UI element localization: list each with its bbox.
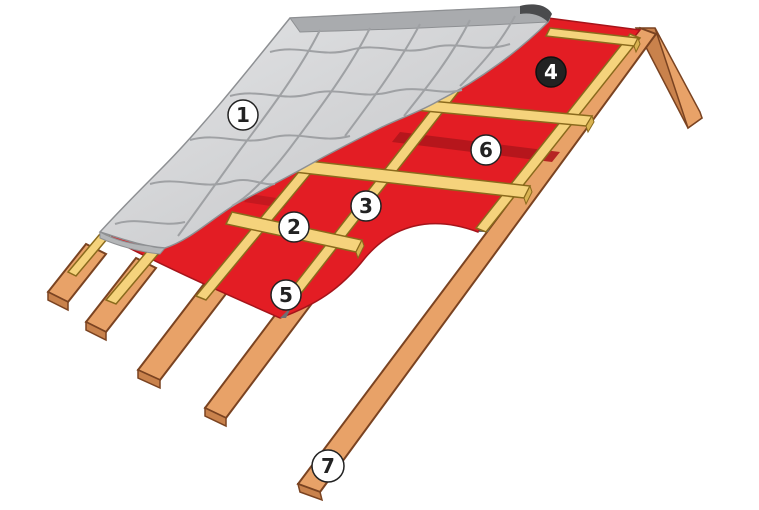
marker-3: 3 <box>350 190 382 222</box>
marker-4-label: 4 <box>544 60 558 84</box>
gable-rafter <box>634 27 703 130</box>
marker-1: 1 <box>227 99 259 131</box>
marker-6-label: 6 <box>479 138 493 162</box>
marker-4: 4 <box>535 56 567 88</box>
batten-top <box>544 27 641 54</box>
marker-7: 7 <box>311 449 345 483</box>
metal-tile-roofing <box>98 4 552 255</box>
marker-3-label: 3 <box>359 194 373 218</box>
marker-1-label: 1 <box>236 103 250 127</box>
marker-5: 5 <box>270 279 302 311</box>
battens <box>224 27 641 260</box>
marker-6: 6 <box>470 134 502 166</box>
rafter-4 <box>136 274 234 390</box>
marker-5-label: 5 <box>279 283 293 307</box>
rafter-2 <box>46 242 108 312</box>
marker-2: 2 <box>278 211 310 243</box>
marker-2-label: 2 <box>287 215 301 239</box>
marker-7-label: 7 <box>321 454 335 478</box>
markers: 1 2 3 4 5 6 7 <box>227 56 567 483</box>
rafter-7 <box>296 26 658 502</box>
